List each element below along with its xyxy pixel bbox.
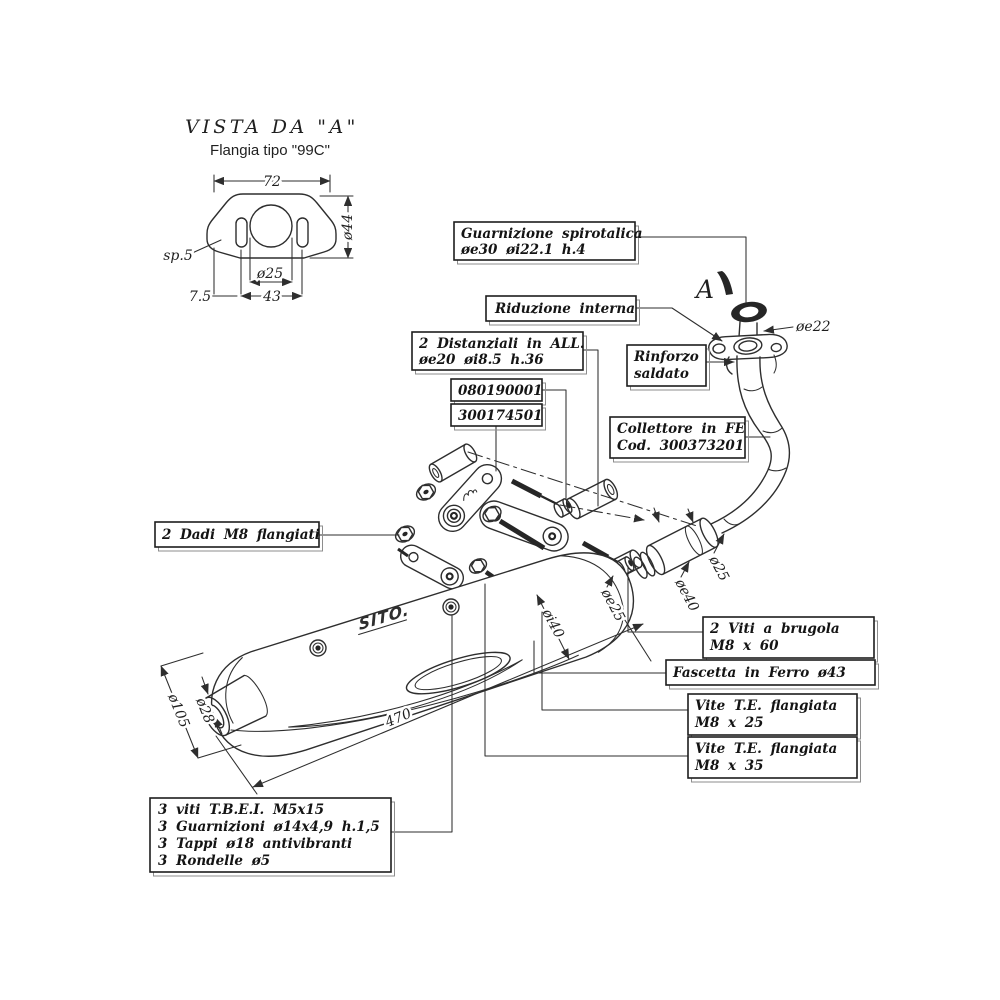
callout-text: Riduzione interna [494,301,635,317]
bracket-hardware [394,443,635,590]
insert-arrow-2 [685,508,694,523]
view-subtitle: Flangia tipo "99C" [210,142,330,159]
dim-flange-spacing: 43 [262,289,281,305]
callout-guarnizione: Guarnizione spirotalica øe30 øi22.1 h.4 [453,221,643,265]
flange-hook [773,354,777,374]
header-pipe-right-wall [721,356,791,534]
spacer-1 [428,443,478,483]
callout-text: Collettore in FE [617,421,746,437]
bracket-script-logo [463,489,478,501]
dim-flange-thickness: sp.5 [163,248,193,264]
lower-plate-stud [397,547,409,558]
callout-dadi: 2 Dadi M8 flangiati [154,521,323,552]
flange-dimensions: 72 ø44 ø25 43 7.5 sp.5 [161,172,359,308]
callout-text: Fascetta in Ferro ø43 [672,665,846,681]
manifold-flange [708,333,788,361]
centerline-2 [559,504,645,523]
callout-text: Guarnizione spirotalica [461,226,643,242]
callout-codice-2: 300174501 [450,403,546,431]
callout-text: 300174501 [458,408,543,424]
upper-bracket-plate [437,463,503,533]
callout-vite-te-35: Vite T.E. flangiata M8 x 35 [687,736,861,783]
dim-flange-hole: ø25 [256,266,283,282]
callout-text: øe30 øi22.1 h.4 [460,242,586,258]
callout-rinforzo: Rinforzo saldato [626,344,710,391]
callout-fascetta: Fascetta in Ferro ø43 [665,659,879,690]
dim-flange-width: 72 [263,174,281,190]
callout-text: 2 Viti a brugola [709,621,840,637]
centerline-1 [467,451,701,528]
callout-text: Vite T.E. flangiata [695,741,837,757]
callout-text: Vite T.E. flangiata [695,698,837,714]
callout-text: 3 viti T.B.E.I. M5x15 [158,802,324,818]
dim-flange-offset: 7.5 [189,289,211,305]
dim-gasket-od: øe22 [795,319,831,335]
view-title: VISTA DA "A" [185,116,359,138]
socket-bolt-1 [510,478,573,518]
header-pipe-assembly [708,301,791,534]
callout-text: 2 Distanziali in ALL. [418,336,585,352]
callout-text: 3 Guarnizioni ø14x4,9 h.1,5 [158,819,380,835]
callout-text: saldato [634,366,689,382]
gasket-ring-1 [639,551,656,577]
dim-sleeve-od: øe40 [671,575,702,614]
view-arrow-wedge [717,271,733,295]
flange-detail-view: VISTA DA "A" Flangia tipo "99C" 72 ø44 ø… [161,116,359,308]
flanged-nut-1 [415,483,437,501]
callout-codice-1: 080190001 [450,378,546,406]
header-pipe-left-wall [710,355,772,525]
callout-text: 3 Tappi ø18 antivibranti [158,836,352,852]
callout-distanziali: 2 Distanziali in ALL. øe20 øi8.5 h.36 [411,331,587,375]
flanged-nut-2 [394,525,416,543]
callout-kit-fissaggio: 3 viti T.B.E.I. M5x15 3 Guarnizioni ø14x… [149,797,395,877]
view-direction-arrow: A [694,271,733,304]
callout-text: Rinforzo [633,349,699,365]
flanged-bolt-middle [482,505,546,551]
callout-collettore: Collettore in FE Cod. 300373201 [609,416,749,463]
callout-leaders [318,236,771,833]
view-arrow-label: A [694,275,714,304]
flange-outline [206,193,337,259]
lower-bracket-plate [399,544,465,590]
dim-pipe-od: ø25 [705,552,732,584]
dim-flange-height: ø44 [340,214,356,241]
pipe-weld-seams [723,386,787,526]
callout-text: 3 Rondelle ø5 [158,853,270,869]
dim-muffler-diameter: ø105 [164,691,192,731]
callout-boxes: Guarnizione spirotalica øe30 øi22.1 h.4 … [149,221,879,877]
screw-boss-2 [442,598,460,616]
insert-arrow-1 [651,507,660,523]
callout-text: Cod. 300373201 [617,438,744,454]
sleeve-oe40 [633,517,719,579]
callout-viti-brugola: 2 Viti a brugola M8 x 60 [702,616,878,663]
middle-bracket-plate [479,500,569,552]
callout-vite-te-25: Vite T.E. flangiata M8 x 25 [687,693,861,740]
spacer-2 [565,478,619,520]
callout-riduzione: Riduzione interna [485,295,640,326]
callout-text: M8 x 60 [709,638,779,654]
mid-joint-assembly [467,451,719,587]
callout-text: 2 Dadi M8 flangiati [161,527,320,543]
callout-text: øe20 øi8.5 h.36 [418,352,544,368]
spiral-gasket [731,301,767,323]
callout-text: M8 x 35 [694,758,764,774]
callout-text: M8 x 25 [694,715,764,731]
callout-text: 080190001 [458,383,543,399]
